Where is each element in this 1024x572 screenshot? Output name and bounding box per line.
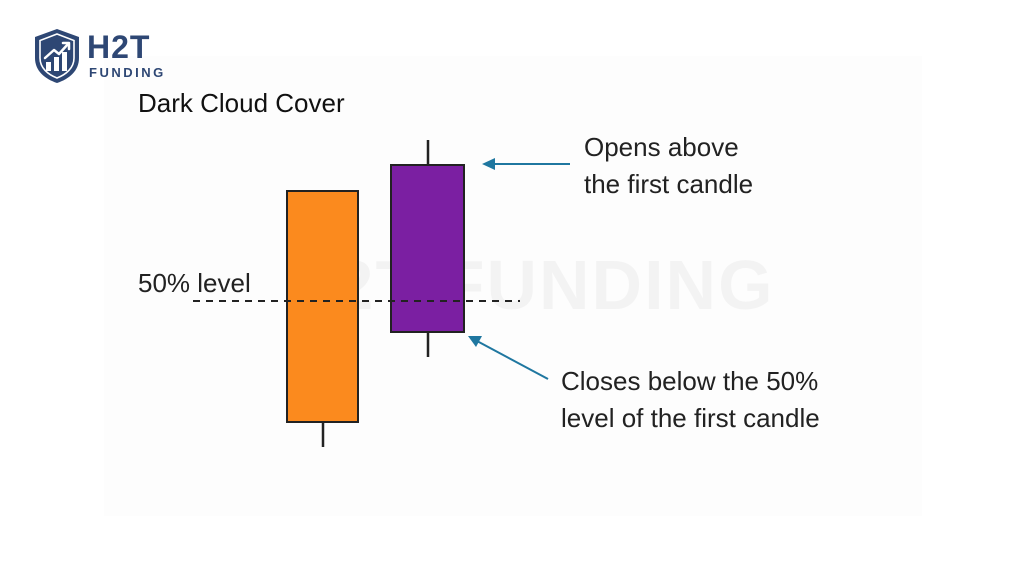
shield-chart-icon xyxy=(35,29,79,83)
brand-logo: H2T FUNDING xyxy=(33,28,183,84)
arrow-left-icon xyxy=(482,158,570,170)
brand-name: H2T xyxy=(87,29,151,65)
annotation-opens-line2: the first candle xyxy=(584,169,754,199)
arrow-up-left-icon xyxy=(468,336,549,380)
second-candle-body xyxy=(390,164,465,333)
fifty-percent-level-label: 50% level xyxy=(138,268,251,298)
diagram-panel xyxy=(104,56,922,516)
diagram-title: Dark Cloud Cover xyxy=(138,88,345,118)
annotation-closes-line1: Closes below the 50% xyxy=(561,366,819,396)
brand-subtitle: FUNDING xyxy=(89,65,166,80)
first-candle-body xyxy=(286,190,359,423)
annotation-closes-line2: level of the first candle xyxy=(561,403,820,433)
annotation-opens-line1: Opens above xyxy=(584,132,739,162)
